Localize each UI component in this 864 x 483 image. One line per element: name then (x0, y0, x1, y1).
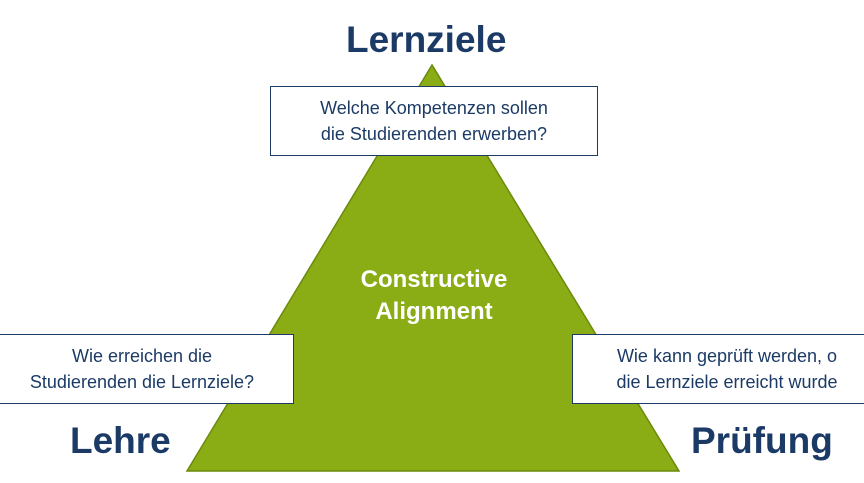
center-label-line-1: Constructive (360, 266, 508, 293)
question-box-lehre: Wie erreichen die Studierenden die Lernz… (0, 334, 294, 404)
question-pruefung-line-2: die Lernziele erreicht wurde (616, 372, 838, 392)
corner-label-lehre: Lehre (70, 420, 171, 461)
question-lehre-line-2: Studierenden die Lernziele? (29, 372, 255, 392)
question-box-pruefung: Wie kann geprüft werden, o die Lernziele… (572, 334, 864, 404)
corner-label-lernziele: Lernziele (346, 19, 507, 60)
question-lernziele-line-1: Welche Kompetenzen sollen (320, 98, 548, 118)
center-label: Constructive Alignment (322, 264, 546, 328)
question-box-lernziele: Welche Kompetenzen sollen die Studierend… (270, 86, 598, 156)
triangle-shape (185, 63, 681, 472)
center-label-line-2: Alignment (375, 298, 493, 325)
question-pruefung-line-1: Wie kann geprüft werden, o (616, 346, 838, 366)
question-lernziele-line-2: die Studierenden erwerben? (320, 124, 548, 144)
corner-label-pruefung: Prüfung (691, 420, 833, 461)
question-lehre-line-1: Wie erreichen die (71, 346, 213, 366)
